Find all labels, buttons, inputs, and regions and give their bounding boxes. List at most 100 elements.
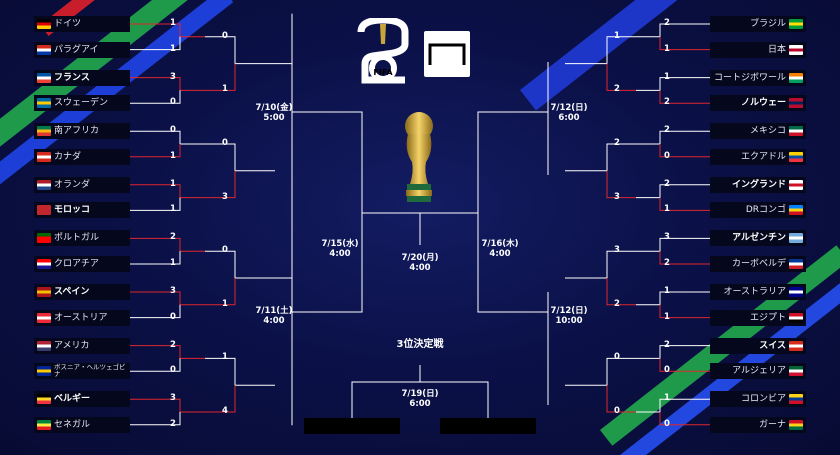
flag-ar-icon <box>789 233 803 244</box>
team-right-br: ブラジル <box>710 16 806 32</box>
r16-left-line <box>205 385 236 413</box>
r32-left-line <box>130 398 205 413</box>
team-left-ma: モロッコ <box>34 202 130 219</box>
r16-right-line <box>606 63 636 91</box>
r32-right-line <box>636 291 710 306</box>
team-right-co: コロンビア <box>710 391 806 408</box>
team-right-au: オーストラリア <box>710 284 806 300</box>
score-right-r16: 3 <box>614 245 620 256</box>
r32-left-line <box>130 291 205 306</box>
r32-left-line <box>130 77 205 91</box>
flag-ba-icon <box>37 366 51 377</box>
score-right: 2 <box>664 339 670 350</box>
team-left-sn: セネガル <box>34 416 130 433</box>
r32-right-line <box>636 345 710 359</box>
qf-left-bottom-date: 7/11(土) 4:00 <box>255 306 293 326</box>
r16-right-line <box>565 143 636 172</box>
score-left: 0 <box>170 125 176 136</box>
r16-left-line <box>205 357 275 386</box>
score-left-r16: 1 <box>222 298 228 309</box>
r32-left-line <box>130 358 181 372</box>
team-right-gh: ガーナ <box>710 416 806 433</box>
score-left-r16: 0 <box>222 245 228 256</box>
score-left: 1 <box>170 150 176 161</box>
team-name: オランダ <box>54 179 91 190</box>
team-right-ar: アルゼンチン <box>710 230 806 247</box>
team-name: スペイン <box>54 287 90 297</box>
score-right: 2 <box>664 125 670 136</box>
score-left: 0 <box>170 365 176 376</box>
sf-right-line <box>477 111 548 313</box>
score-left: 1 <box>170 258 176 268</box>
team-right-eg: エジプト <box>710 309 806 326</box>
final-line <box>362 212 421 245</box>
team-left-at: オーストリア <box>34 309 130 326</box>
r32-right-line <box>636 398 710 413</box>
score-right: 1 <box>664 204 670 215</box>
r32-right-line <box>636 184 710 199</box>
team-name: コートジボワール <box>713 72 786 83</box>
team-name: ポルトガル <box>54 233 100 244</box>
r16-right-line <box>606 278 636 306</box>
team-name: コロンビア <box>740 394 786 405</box>
r32-left-line <box>130 237 205 252</box>
score-left-r16: 1 <box>222 352 228 363</box>
score-right: 0 <box>664 150 670 161</box>
r32-right-line <box>659 304 710 319</box>
r16-right-line <box>606 170 636 199</box>
score-right-r16: 3 <box>614 191 620 202</box>
flag-nl-icon <box>37 179 51 190</box>
sf-left-line <box>292 111 363 313</box>
flag-se-icon <box>37 98 51 109</box>
team-left-us: アメリカ <box>34 337 130 354</box>
team-left-de: ドイツ <box>34 16 130 32</box>
r32-right-line <box>659 251 710 265</box>
team-name: クロアチア <box>54 259 99 269</box>
flag-pt-icon <box>37 233 51 244</box>
flag-dz-icon <box>789 366 803 377</box>
score-left: 1 <box>170 43 176 54</box>
team-right-no: ノルウェー <box>710 95 806 112</box>
r16-right-line <box>565 357 636 386</box>
flag-co-icon <box>789 394 803 405</box>
score-left: 0 <box>170 97 176 108</box>
score-right-r16: 2 <box>614 138 620 148</box>
r16-right-line <box>606 385 636 413</box>
team-name: 南アフリカ <box>54 126 100 137</box>
team-name: アルゼンチン <box>732 233 786 244</box>
r16-left-line <box>205 143 275 172</box>
team-name: スイス <box>759 340 786 351</box>
sf-right-date: 7/16(木) 4:00 <box>481 239 519 259</box>
score-right-r16: 2 <box>614 298 620 309</box>
team-left-es: スペイン <box>34 284 130 300</box>
team-left-ba: ボスニア・ヘルツェゴビナ <box>34 363 130 380</box>
team-name: アルジェリア <box>732 366 786 377</box>
team-name: ベルギー <box>54 394 91 405</box>
team-name: イングランド <box>731 179 786 190</box>
score-left: 1 <box>170 178 176 189</box>
team-name: カナダ <box>54 151 82 162</box>
final-date: 7/20(月) 4:00 <box>401 253 439 273</box>
team-right-jp: 日本 <box>710 41 806 58</box>
score-left: 2 <box>170 339 176 350</box>
score-right: 2 <box>664 97 670 108</box>
flag-fr-icon <box>37 72 51 83</box>
r32-left-line <box>130 90 181 104</box>
score-right-r16: 0 <box>614 352 620 363</box>
goal-icon <box>428 43 466 65</box>
team-name: DRコンゴ <box>745 205 786 216</box>
r16-left-line <box>205 63 236 91</box>
r32-right-line <box>659 197 710 211</box>
sf-left-date: 7/15(水) 4:00 <box>321 239 359 259</box>
final-slot-right <box>440 418 536 434</box>
flag-br-icon <box>789 19 803 29</box>
team-name: ガーナ <box>758 419 786 430</box>
team-name: ブラジル <box>750 19 786 29</box>
r16-right-line <box>565 250 636 279</box>
flag-eg-icon <box>789 312 803 323</box>
r32-left-line <box>130 251 181 265</box>
team-name: オーストリア <box>54 312 108 323</box>
flag-ca-icon <box>37 151 51 162</box>
score-left: 3 <box>170 71 176 82</box>
team-name: スウェーデン <box>54 98 109 109</box>
